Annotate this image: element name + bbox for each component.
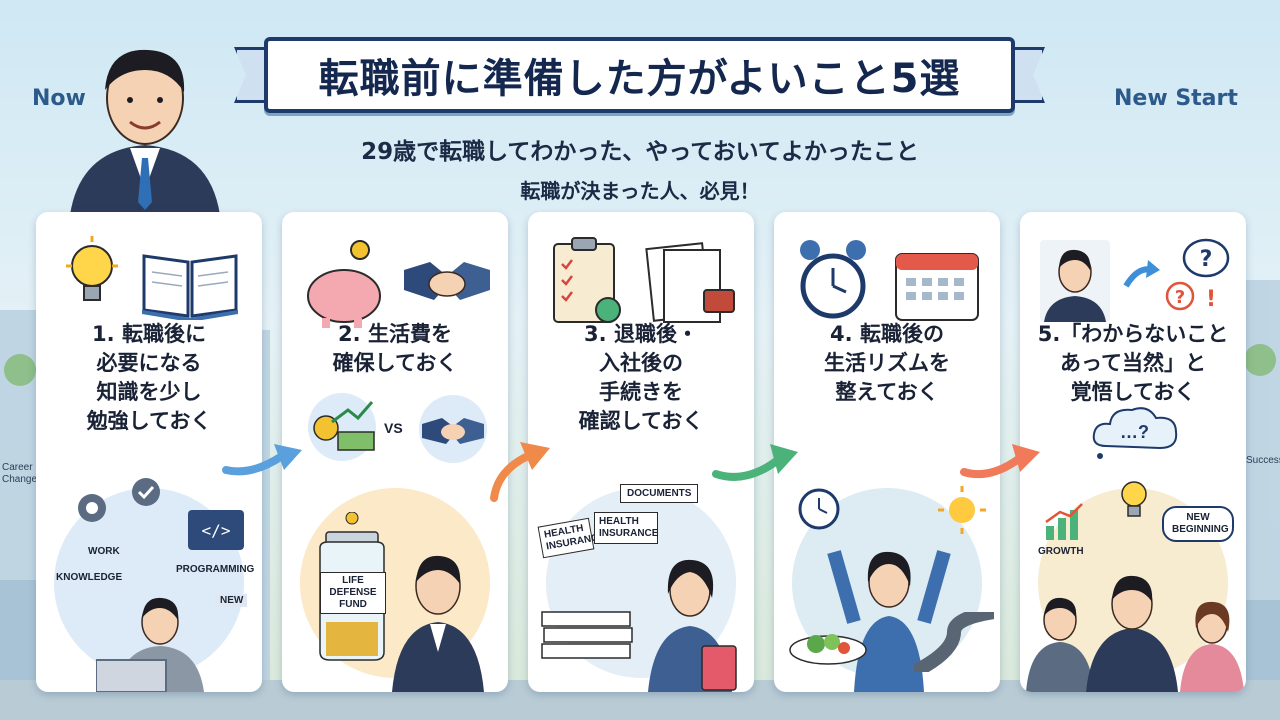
paper-stack-icon xyxy=(541,611,633,659)
man-portrait-icon xyxy=(1040,240,1110,322)
person-confident xyxy=(392,555,484,692)
thought-cloud-icon xyxy=(1092,407,1178,459)
card-5-scene: GROWTH NEW BEGINNING xyxy=(1020,472,1246,692)
health-insurance-label-2: HEALTH INSURANCE xyxy=(594,512,658,544)
woman-stretching xyxy=(827,550,951,692)
woman-with-folder xyxy=(648,559,737,692)
card-3-icons xyxy=(528,230,754,323)
card-4-icons xyxy=(774,230,1000,321)
svg-text:?: ? xyxy=(1200,247,1213,272)
arrow-3-to-4 xyxy=(712,444,798,481)
arrow-2-to-3 xyxy=(490,442,550,502)
calendar-icon xyxy=(895,253,979,321)
vs-label: VS xyxy=(384,420,403,436)
card-5-icons: ? ? ! xyxy=(1020,230,1246,322)
card-4-scene xyxy=(774,472,1000,692)
new-beginning-bubble: NEW BEGINNING xyxy=(1162,506,1234,542)
question-bubbles-icon: ? ? ! xyxy=(1165,238,1230,312)
code-window-icon: </> xyxy=(188,510,244,550)
money-growth-icon xyxy=(308,393,376,461)
card-5-title: 5.「わからないこと あって当然」と 覚悟しておく xyxy=(1037,322,1229,404)
tip-card-1: 1. 転職後に 必要になる 知識を少し 勉強しておく </> WORK KNOW… xyxy=(36,212,262,692)
title-banner: 転職前に準備した方がよいこと5選 xyxy=(234,37,1045,113)
svg-text:?: ? xyxy=(1175,287,1185,308)
gear-icon xyxy=(78,494,106,522)
stamped-documents-icon xyxy=(645,242,735,323)
card-1-scene: </> WORK KNOWLEDGE PROGRAMMING NEW xyxy=(36,472,262,692)
card-3-scene: DOCUMENTS HEALTH INSURANCE HEALTH INSURA… xyxy=(528,472,754,692)
handshake-icon xyxy=(404,262,490,300)
alarm-clock-icon xyxy=(800,240,866,319)
team-group xyxy=(1026,575,1244,692)
subtitle-line-2: 転職が決まった人、必見！ xyxy=(520,179,760,203)
check-gear-icon xyxy=(132,478,160,506)
thought-cloud-text: …? xyxy=(1120,422,1149,442)
arrow-1-to-2 xyxy=(222,444,302,476)
svg-text:!: ! xyxy=(1206,287,1216,312)
label-programming: PROGRAMMING xyxy=(176,564,255,575)
documents-label: DOCUMENTS xyxy=(620,484,699,503)
label-work: WORK xyxy=(88,546,120,557)
tip-card-5: ? ? ! 5.「わからないこと あって当然」と 覚悟しておく …? GROWT… xyxy=(1020,212,1246,692)
life-defense-fund-label: LIFE DEFENSE FUND xyxy=(320,572,386,614)
career-change-sign: Career Change xyxy=(2,462,38,485)
subtitle-line-1: 29歳で転職してわかった、やっておいてよかったこと xyxy=(361,139,919,165)
title-box: 転職前に準備した方がよいこと5選 xyxy=(264,37,1015,113)
clock-icon xyxy=(798,488,840,530)
label-new: NEW xyxy=(216,594,248,607)
handshake-small-icon xyxy=(419,395,487,463)
checklist-clipboard-icon xyxy=(553,237,621,323)
svg-text:</>: </> xyxy=(202,521,231,540)
tip-card-2: 2. 生活費を 確保しておく VS LIFE DEFENSE FUND xyxy=(282,212,508,692)
tip-card-3: 3. 退職後・ 入社後の 手続きを 確認しておく DOCUMENTS HEALT… xyxy=(528,212,754,692)
card-4-title: 4. 転職後の 生活リズムを 整えておく xyxy=(824,322,950,404)
road-icon xyxy=(914,612,994,672)
growth-label: GROWTH xyxy=(1038,546,1084,557)
arrow-right-icon xyxy=(1123,260,1160,288)
healthy-meal-icon xyxy=(789,634,867,665)
presenter-avatar xyxy=(70,49,220,215)
success-sign: Success xyxy=(1246,455,1280,466)
card-1-icons xyxy=(36,230,262,320)
page-title: 転職前に準備した方がよいこと5選 xyxy=(318,56,961,102)
tip-card-4: 4. 転職後の 生活リズムを 整えておく xyxy=(774,212,1000,692)
idea-bulb-icon xyxy=(1121,481,1147,517)
piggy-bank-icon xyxy=(307,240,381,328)
now-label: Now xyxy=(32,86,86,111)
lightbulb-icon xyxy=(66,236,118,301)
open-book-icon xyxy=(142,254,238,320)
sun-icon xyxy=(938,486,986,534)
card-1-title: 1. 転職後に 必要になる 知識を少し 勉強しておく xyxy=(86,322,212,433)
card-2-title: 2. 生活費を 確保しておく xyxy=(332,322,458,375)
growth-chart-icon xyxy=(1045,503,1083,540)
person-at-laptop xyxy=(96,597,204,692)
new-start-label: New Start xyxy=(1114,86,1238,111)
card-2-icons xyxy=(282,230,508,328)
card-2-scene: LIFE DEFENSE FUND xyxy=(282,472,508,692)
arrow-4-to-5 xyxy=(960,444,1040,479)
label-knowledge: KNOWLEDGE xyxy=(56,572,123,583)
card-3-title: 3. 退職後・ 入社後の 手続きを 確認しておく xyxy=(578,322,704,433)
